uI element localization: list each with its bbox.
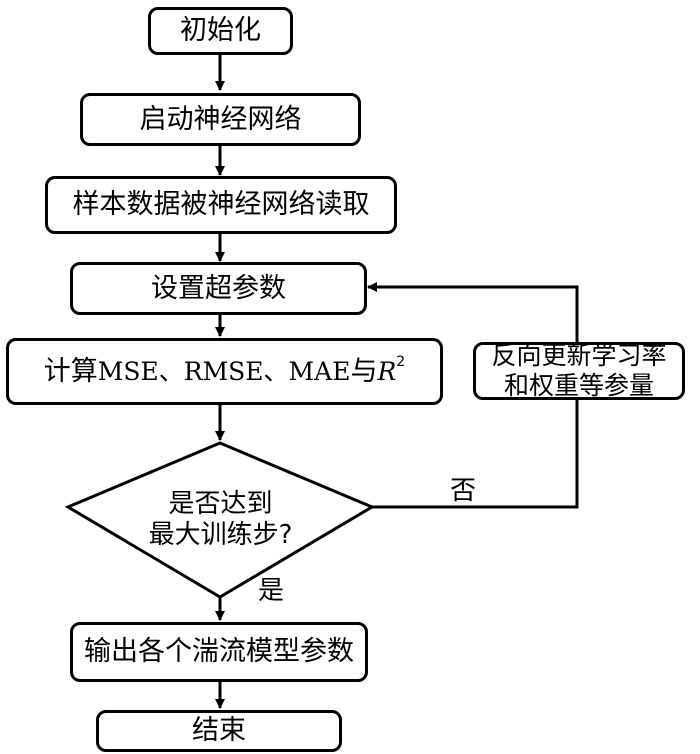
init-step: 初始化 [148,7,293,55]
end-step-label: 结束 [192,715,246,747]
output-params-step-label: 输出各个湍流模型参数 [84,636,354,668]
compute-metrics-step-label: 计算MSE、RMSE、MAE与R2 [43,353,406,387]
read-samples-step: 样本数据被神经网络读取 [45,176,397,234]
start-nn-step: 启动神经网络 [80,93,361,146]
update-line-1: 反向更新学习率 [491,341,667,370]
no-branch-label: 否 [450,476,477,506]
set-hyperparams-step: 设置超参数 [70,262,367,315]
yes-branch-label: 是 [258,576,285,606]
compute-metrics-step: 计算MSE、RMSE、MAE与R2 [6,338,443,405]
read-samples-step-label: 样本数据被神经网络读取 [72,189,370,221]
start-nn-step-label: 启动神经网络 [139,103,302,135]
output-params-step: 输出各个湍流模型参数 [70,622,368,682]
end-step: 结束 [96,710,342,752]
r-squared-exponent: 2 [396,353,406,370]
init-step-label: 初始化 [180,15,261,47]
compute-metric-names: MSE、RMSE、MAE [97,356,351,386]
compute-prefix: 计算 [43,355,98,387]
set-hyperparams-step-label: 设置超参数 [151,272,286,304]
arrow-update-to-set [367,282,579,342]
r-squared-variable: R [377,356,397,386]
update-line-2: 和权重等参量 [503,371,654,400]
decision-label: 是否达到 最大训练步? [68,474,373,566]
update-params-step: 反向更新学习率 和权重等参量 [473,341,685,400]
decision-diamond [64,441,376,599]
decision-line-2: 最大训练步? [148,520,293,550]
arrow-no-to-update [372,400,579,509]
decision-line-1: 是否达到 [168,488,273,519]
compute-and: 与 [350,355,378,387]
